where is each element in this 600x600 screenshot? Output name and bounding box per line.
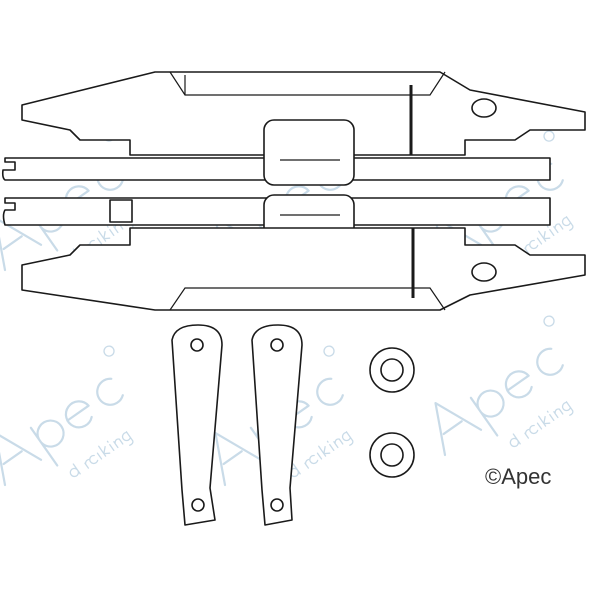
adjuster-top: [21, 71, 586, 156]
watermark-group: [0, 128, 600, 519]
adjuster-nut-top: [263, 119, 355, 186]
lever-right: [251, 324, 303, 526]
lever-left: [171, 324, 223, 526]
star-washer-bottom: [369, 432, 415, 478]
star-washer-top: [369, 347, 415, 393]
adjuster-bottom: [21, 227, 586, 311]
watermark-logo: [0, 343, 166, 519]
rod-end: [109, 199, 133, 223]
watermark-logo: [412, 313, 600, 489]
copyright-label: ©Apec: [483, 464, 554, 490]
